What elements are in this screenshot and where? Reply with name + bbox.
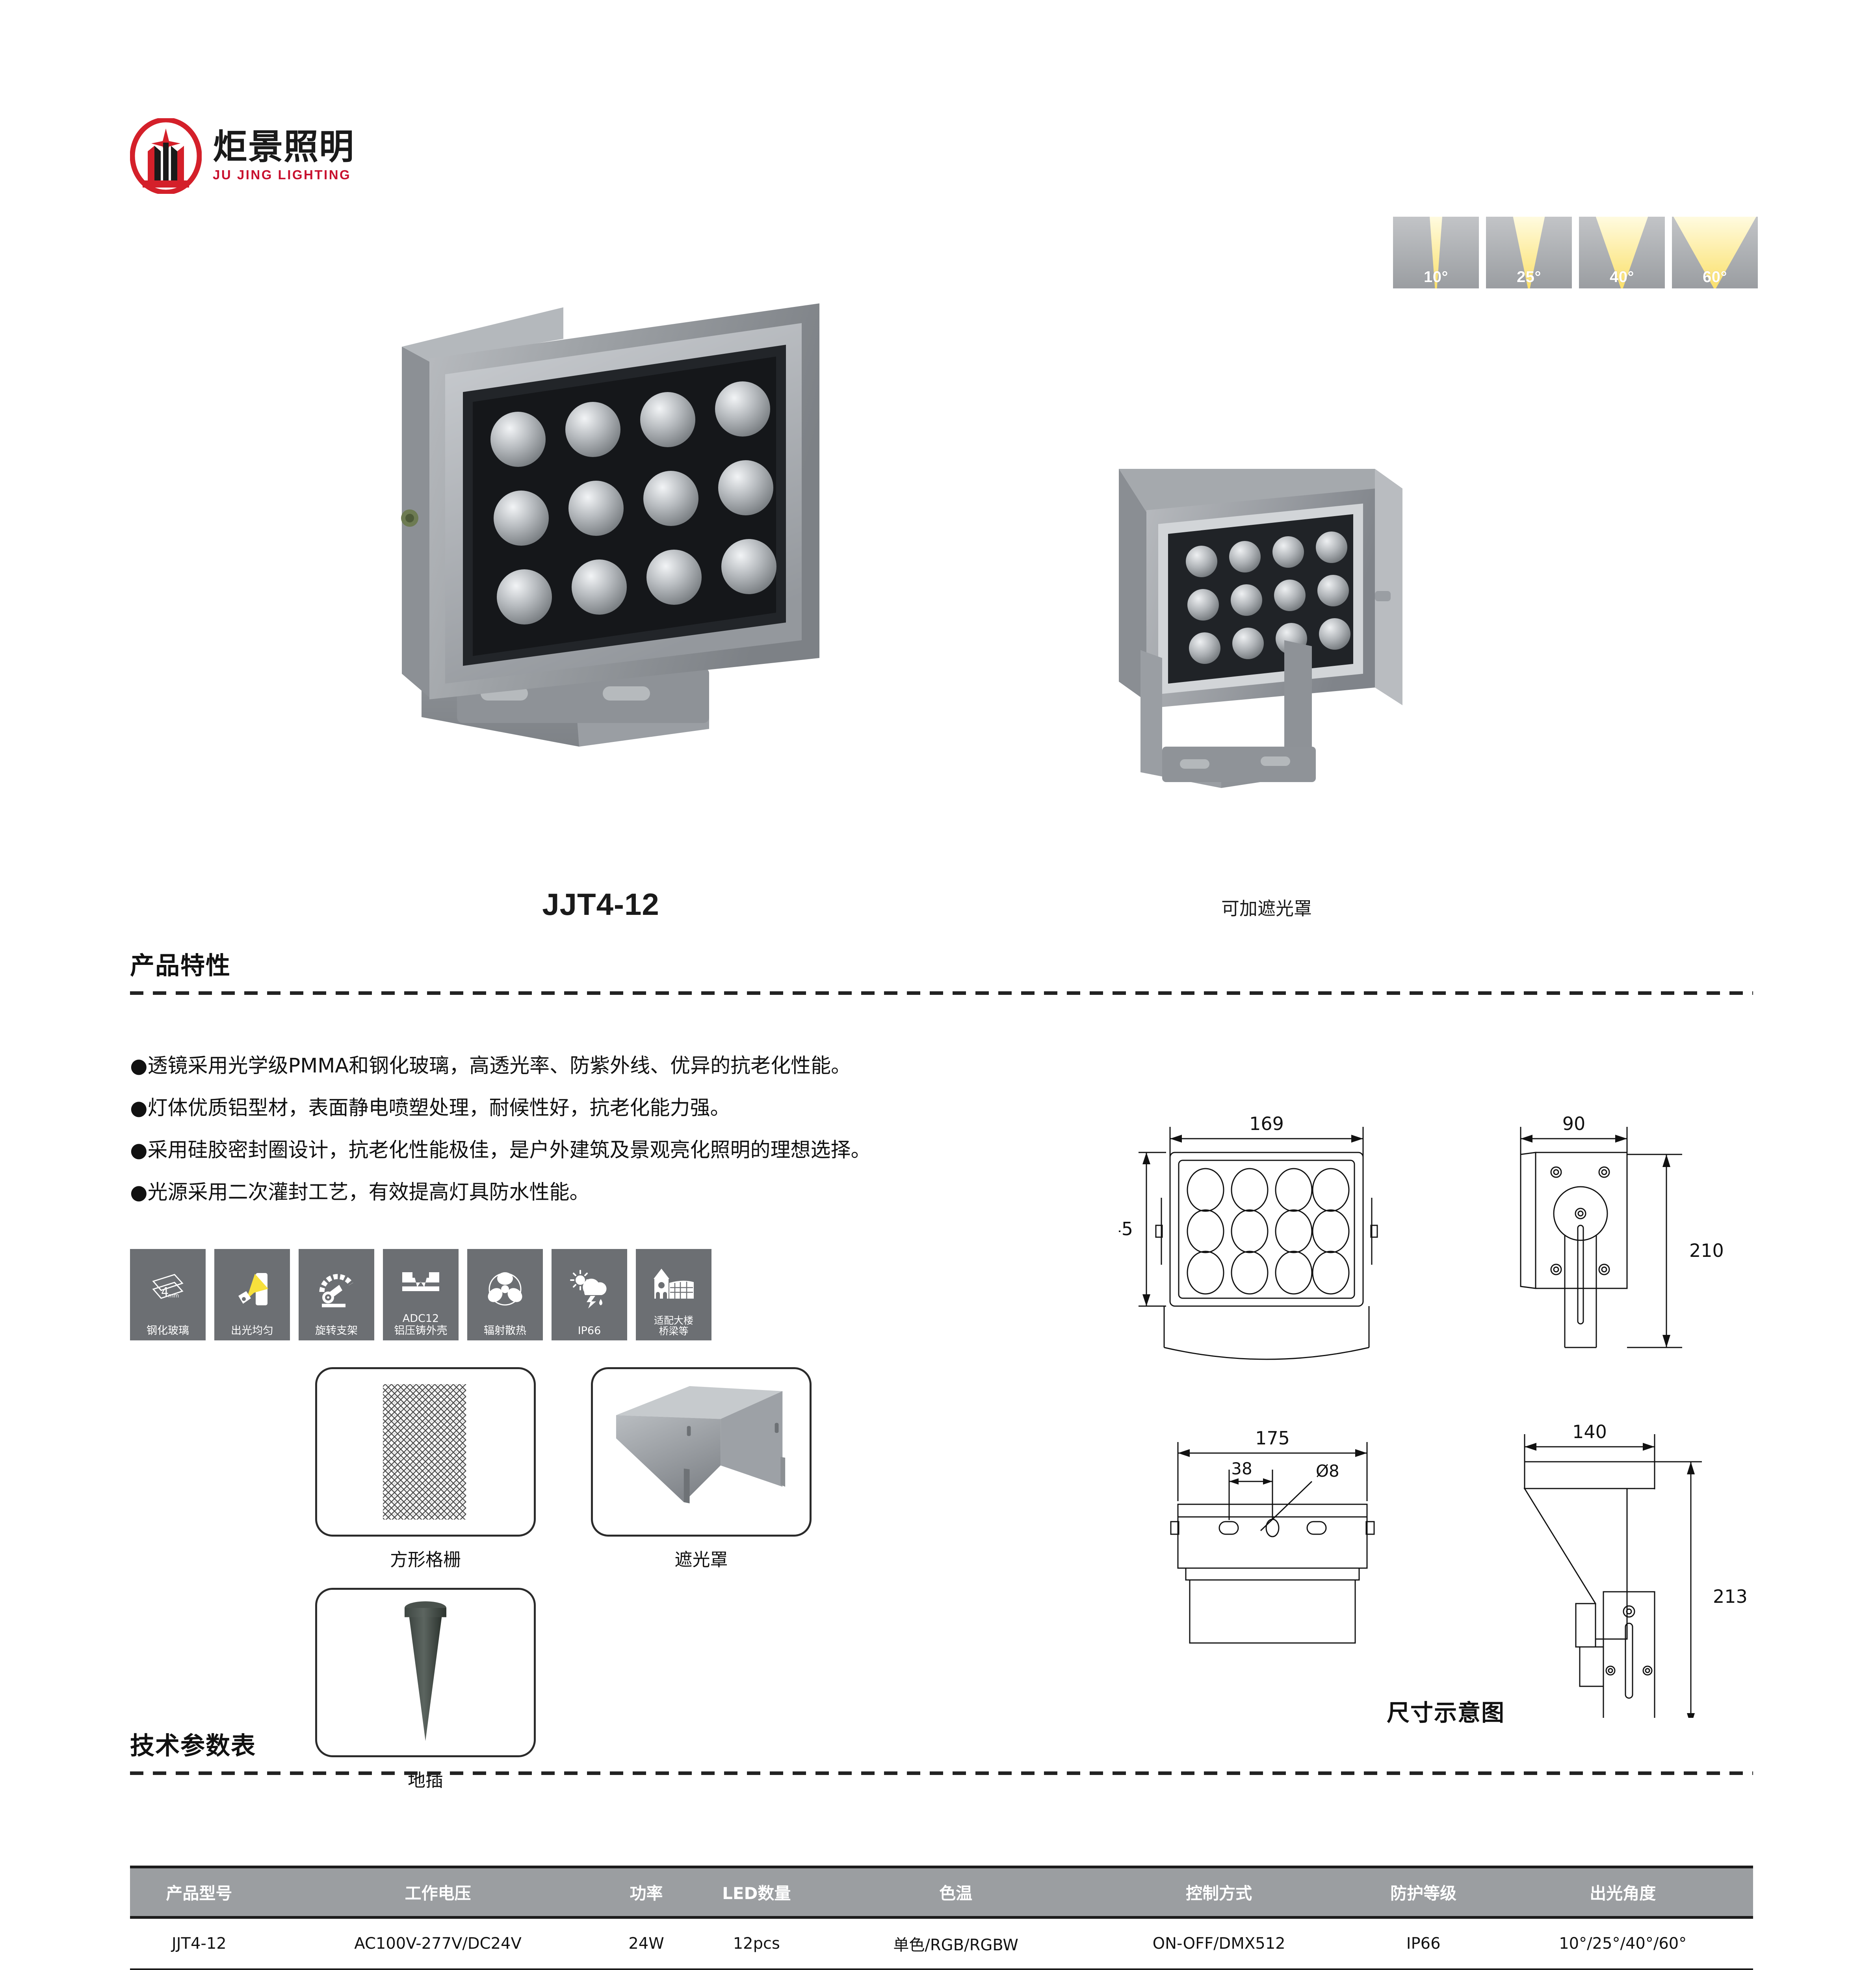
spec-section-header: 技术参数表 xyxy=(130,1726,1753,1775)
feature-bullet: ●采用硅胶密封圈设计，抗老化性能极佳，是户外建筑及景观亮化照明的理想选择。 xyxy=(130,1139,871,1162)
icon-badge: ADC12 xyxy=(402,1312,439,1325)
ip66-weather-icon xyxy=(552,1249,627,1325)
table-header-cell: 控制方式 xyxy=(1083,1866,1354,1919)
dim-hole-spacing: 38 xyxy=(1231,1459,1252,1478)
table-header-cell: 产品型号 xyxy=(130,1866,268,1919)
product-photo-with-shield xyxy=(1103,461,1430,827)
beam-tile-40: 40° xyxy=(1579,217,1665,288)
feature-icon-rotating-bracket: 旋转支架 xyxy=(299,1249,374,1340)
table-cell: ON-OFF/DMX512 xyxy=(1083,1917,1354,1970)
rotating-bracket-icon xyxy=(299,1249,374,1325)
feature-icon-ip66-weather: IP66 xyxy=(552,1249,627,1340)
table-cell: AC100V-277V/DC24V xyxy=(268,1917,608,1970)
accessory-label-glare-shield: 遮光罩 xyxy=(674,1549,728,1570)
table-header-cell: 出光角度 xyxy=(1492,1866,1753,1919)
spec-title: 技术参数表 xyxy=(130,1731,256,1760)
table-header-cell: LED数量 xyxy=(685,1866,828,1919)
beam-tile-10: 10° xyxy=(1393,217,1479,288)
aluminum-diecast-icon xyxy=(383,1249,459,1313)
feature-icon-label: 适配大楼 桥梁等 xyxy=(654,1315,693,1337)
brand-name-cn: 炬景照明 xyxy=(213,126,355,167)
feature-icon-uniform-light: 出光均匀 xyxy=(214,1249,290,1340)
dim-front-height: 145 xyxy=(1119,1218,1133,1240)
feature-icon-label: IP66 xyxy=(578,1324,601,1337)
dim-section-width: 140 xyxy=(1572,1421,1607,1442)
table-header-cell: 防护等级 xyxy=(1354,1866,1493,1919)
table-cell: 24W xyxy=(607,1917,685,1970)
feature-bullet: ●透镜采用光学级PMMA和钢化玻璃，高透光率、防紫外线、优异的抗老化性能。 xyxy=(130,1054,851,1078)
dim-section-height: 213 xyxy=(1713,1586,1748,1607)
brand-name-en: JU JING LIGHTING xyxy=(213,167,351,182)
accessory-card-glare-shield xyxy=(591,1367,812,1537)
shield-option-caption: 可加遮光罩 xyxy=(1221,898,1312,919)
accessory-card-square-grille xyxy=(315,1367,536,1537)
divider xyxy=(130,1771,1753,1775)
svg-text:mm: mm xyxy=(168,1293,179,1299)
features-bullet-list: ●透镜采用光学级PMMA和钢化玻璃，高透光率、防紫外线、优异的抗老化性能。 ●灯体… xyxy=(130,1056,1083,1225)
accessory-card-ground-spike xyxy=(315,1588,536,1757)
table-cell: 12pcs xyxy=(685,1917,828,1970)
dim-hole-diameter: Ø8 xyxy=(1316,1461,1339,1481)
beam-angle-label: 25° xyxy=(1517,268,1541,286)
beam-angle-label: 60° xyxy=(1703,268,1727,286)
table-header-cell: 功率 xyxy=(607,1866,685,1919)
table-cell: 单色/RGB/RGBW xyxy=(828,1917,1084,1970)
beam-angle-tiles: 10° 25° 40° 60° xyxy=(1393,217,1758,288)
feature-icon-heat-dissipation: 辐射散热 xyxy=(467,1249,543,1340)
features-title: 产品特性 xyxy=(130,951,231,980)
feature-icon-label: 出光均匀 xyxy=(231,1324,273,1337)
dim-bottom-width: 175 xyxy=(1255,1427,1290,1449)
heat-dissipation-icon xyxy=(467,1249,543,1325)
building-bridge-icon xyxy=(636,1249,711,1315)
beam-tile-25: 25° xyxy=(1486,217,1572,288)
feature-icon-label: 辐射散热 xyxy=(484,1324,526,1337)
table-header-cell: 色温 xyxy=(828,1866,1084,1919)
feature-icon-label: 旋转支架 xyxy=(315,1324,358,1337)
beam-angle-label: 40° xyxy=(1610,268,1634,286)
table-cell: 10°/25°/40°/60° xyxy=(1492,1917,1753,1970)
product-photo-main xyxy=(303,260,898,839)
feature-icon-label: 钢化玻璃 xyxy=(147,1324,189,1337)
dim-side-height: 210 xyxy=(1689,1240,1724,1261)
dimension-caption: 尺寸示意图 xyxy=(1386,1699,1505,1726)
dim-side-width: 90 xyxy=(1562,1113,1586,1134)
beam-tile-60: 60° xyxy=(1672,217,1758,288)
feature-bullet: ●光源采用二次灌封工艺，有效提高灯具防水性能。 xyxy=(130,1181,590,1204)
feature-icon-label: 铝压铸外壳 xyxy=(394,1324,448,1337)
accessory-label-square-grille: 方形格栅 xyxy=(390,1549,461,1570)
feature-icon-building-bridge: 适配大楼 桥梁等 xyxy=(636,1249,711,1340)
divider xyxy=(130,991,1753,995)
brand-logo: 炬景照明 JU JING LIGHTING xyxy=(130,117,355,195)
product-model-caption: JJT4-12 xyxy=(542,887,659,922)
table-header-cell: 工作电压 xyxy=(268,1866,608,1919)
uniform-light-icon xyxy=(214,1249,290,1325)
dim-front-width: 169 xyxy=(1249,1113,1284,1134)
svg-text:4: 4 xyxy=(161,1285,169,1299)
dimension-drawings: 169 xyxy=(1098,1080,1773,1727)
table-cell: JJT4-12 xyxy=(130,1917,268,1970)
table-cell: IP66 xyxy=(1354,1917,1493,1970)
jujing-logo-icon xyxy=(130,117,202,195)
features-section-header: 产品特性 xyxy=(130,946,1753,995)
beam-angle-label: 10° xyxy=(1424,268,1448,286)
feature-bullet: ●灯体优质铝型材，表面静电喷塑处理，耐候性好，抗老化能力强。 xyxy=(130,1097,730,1120)
